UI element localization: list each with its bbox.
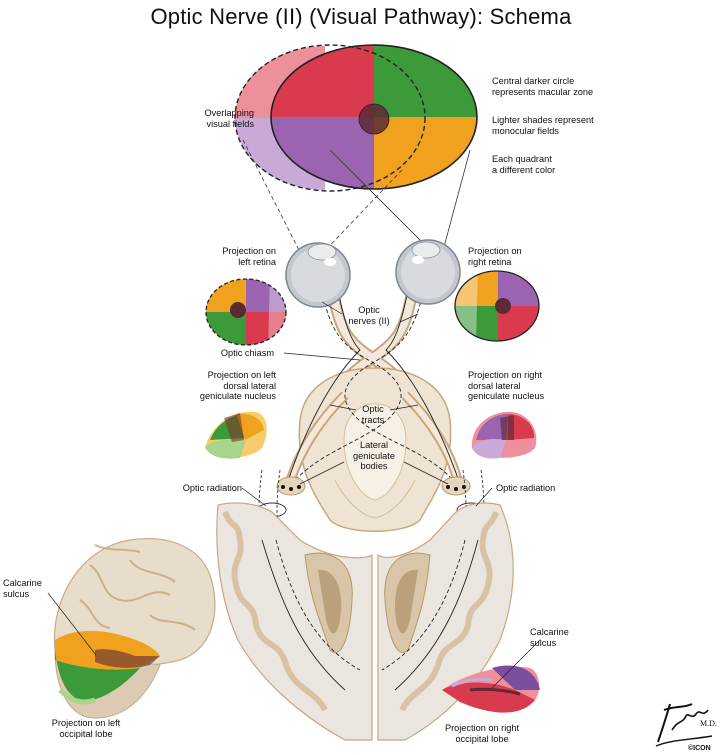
left-eye (286, 243, 350, 307)
netter-signature-logo: M.D. ©ICON (648, 690, 720, 752)
optic-radiation-left-label: Optic radiation (156, 483, 242, 494)
left-retina-projection (200, 270, 296, 352)
svg-text:M.D.: M.D. (700, 719, 717, 728)
projection-right-lgn-label: Projection on right dorsal lateral genic… (468, 370, 568, 402)
optic-tracts-label: Optic tracts (343, 404, 403, 425)
lighter-shades-label: Lighter shades represent monocular field… (492, 115, 620, 136)
right-eye (396, 240, 460, 304)
left-lgn-projection (205, 412, 267, 459)
optic-chiasm-label: Optic chiasm (196, 348, 274, 359)
right-retina-projection (450, 265, 543, 346)
projection-right-retina-label: Projection on right retina (468, 246, 548, 267)
projection-left-occipital-label: Projection on left occipital lobe (36, 718, 136, 739)
left-hemisphere-section (217, 503, 372, 740)
left-brain-medial-view (54, 539, 214, 718)
calcarine-sulcus-right-label: Calcarine sulcus (530, 627, 590, 648)
projection-right-occipital-label: Projection on right occipital lobe (432, 723, 532, 744)
right-lgn-projection (472, 412, 536, 459)
each-quadrant-label: Each quadrant a different color (492, 154, 620, 175)
projection-left-retina-label: Projection on left retina (196, 246, 276, 267)
optic-nerves-label: Optic nerves (II) (334, 305, 404, 326)
overlapping-visual-fields-label: Overlapping visual fields (180, 108, 254, 129)
projection-left-lgn-label: Projection on left dorsal lateral genicu… (176, 370, 276, 402)
calcarine-sulcus-left-label: Calcarine sulcus (3, 578, 63, 599)
optic-radiation-right-label: Optic radiation (496, 483, 582, 494)
svg-text:©ICON: ©ICON (688, 744, 711, 752)
lateral-geniculate-bodies-label: Lateral geniculate bodies (340, 440, 408, 472)
central-darker-circle-label: Central darker circle represents macular… (492, 76, 620, 97)
